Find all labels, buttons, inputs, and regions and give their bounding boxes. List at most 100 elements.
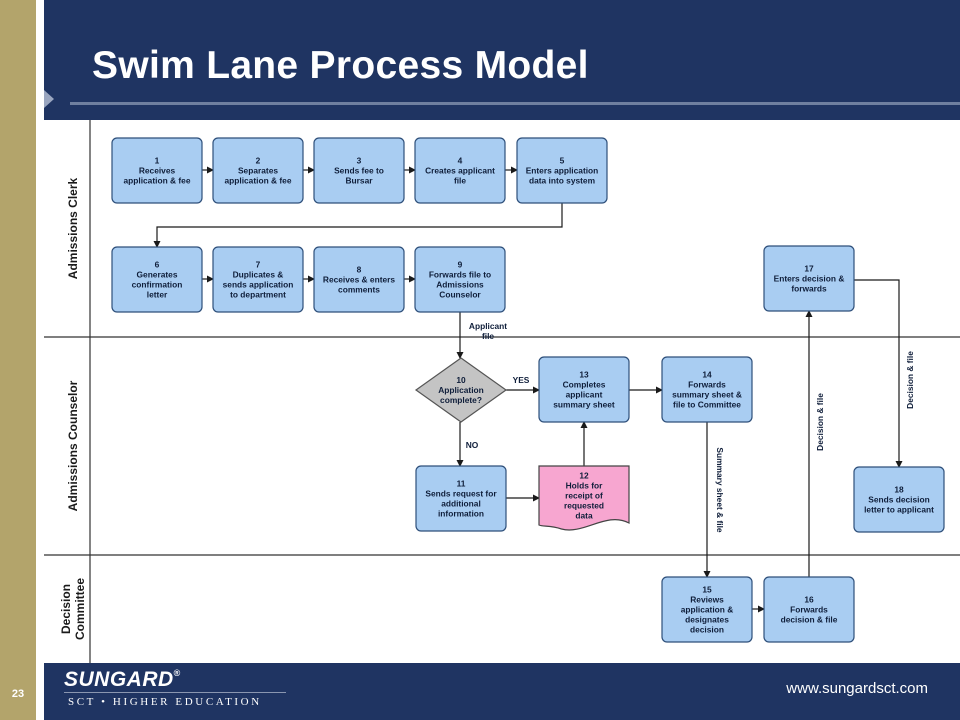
- node-shape: [763, 576, 855, 643]
- node-label: file: [454, 176, 466, 186]
- node-label: summary sheet &: [672, 390, 742, 400]
- node-label: designates: [685, 615, 729, 625]
- node-shape: [853, 466, 945, 533]
- node-number: 6: [155, 260, 160, 270]
- brand-mark: ®: [173, 668, 181, 678]
- edge-label-text: Decision & file: [905, 351, 915, 409]
- node-number: 5: [560, 156, 565, 166]
- lane-counselor: Admissions Counselor: [66, 380, 80, 511]
- node-number: 14: [702, 370, 712, 380]
- node-number: 4: [458, 156, 463, 166]
- website-link[interactable]: www.sungardsct.com: [786, 680, 928, 697]
- node-label: Reviews: [690, 595, 724, 605]
- node-label: Duplicates &: [233, 270, 284, 280]
- edge-label: Decision & file: [905, 351, 915, 409]
- node-number: 1: [155, 156, 160, 166]
- node-label: additional: [441, 499, 481, 509]
- node-number: 12: [579, 471, 589, 481]
- node-shape: [111, 137, 203, 204]
- edge-label: YES: [513, 375, 530, 385]
- node-label: sends application: [223, 280, 294, 290]
- edge-label: NO: [466, 440, 479, 450]
- node-label: Receives & enters: [323, 275, 396, 285]
- node-label: Bursar: [346, 176, 374, 186]
- node-label: Completes: [563, 380, 606, 390]
- node-label: Forwards: [790, 605, 828, 615]
- brand-logo: SUNGARD®: [64, 668, 181, 692]
- header-band: [44, 0, 960, 120]
- lane-label: Admissions Counselor: [66, 380, 80, 511]
- node-label: letter: [147, 290, 168, 300]
- node-label: Application: [438, 385, 484, 395]
- node-label: Sends decision: [868, 495, 929, 505]
- node-label: file to Committee: [673, 400, 741, 410]
- edge-17-18: [854, 279, 903, 468]
- node-number: 16: [804, 595, 814, 605]
- node-label: decision & file: [781, 615, 838, 625]
- brand-rule: [64, 692, 286, 693]
- node-shape: [661, 356, 753, 423]
- node-label: complete?: [440, 395, 482, 405]
- node-shape: [212, 137, 304, 204]
- node-shape: [414, 137, 506, 204]
- edge-label: Decision & file: [815, 393, 825, 451]
- node-label: data: [575, 511, 593, 521]
- node-shape: [313, 137, 405, 204]
- node-number: 10: [456, 375, 466, 385]
- node-label: application &: [681, 605, 734, 615]
- accent-bar: [0, 0, 36, 720]
- node-label: requested: [564, 501, 604, 511]
- node-shape: [212, 246, 304, 313]
- node-label: letter to applicant: [864, 505, 934, 515]
- edge-label-text: Applicant: [469, 321, 507, 331]
- node-shape: [313, 246, 405, 313]
- node-shape: [538, 465, 630, 531]
- node-label: Enters application: [526, 166, 599, 176]
- node-shape: [661, 576, 753, 643]
- edge-label-text: NO: [466, 440, 479, 450]
- node-label: Receives: [139, 166, 176, 176]
- node-label: comments: [338, 285, 380, 295]
- footer-band: [44, 663, 960, 720]
- node-number: 18: [894, 485, 904, 495]
- node-number: 13: [579, 370, 589, 380]
- title-notch: [44, 90, 54, 108]
- node-label: confirmation: [132, 280, 183, 290]
- node-label: Counselor: [439, 290, 481, 300]
- node-label: to department: [230, 290, 286, 300]
- node-number: 7: [256, 260, 261, 270]
- node-label: Forwards file to: [429, 270, 491, 280]
- slide-number: 23: [11, 688, 25, 700]
- node-label: applicant: [566, 390, 603, 400]
- node-shape: [111, 246, 203, 313]
- lane-clerk: Admissions Clerk: [66, 177, 80, 279]
- node-label: application & fee: [224, 176, 291, 186]
- node-number: 11: [457, 479, 466, 489]
- node-label: Sends request for: [425, 489, 497, 499]
- node-label: receipt of: [565, 491, 603, 501]
- lane-label: Decision: [59, 584, 73, 634]
- node-number: 9: [458, 260, 463, 270]
- node-label: summary sheet: [553, 400, 615, 410]
- node-shape: [414, 357, 508, 423]
- node-label: forwards: [791, 284, 827, 294]
- node-label: data into system: [529, 176, 595, 186]
- node-label: Sends fee to: [334, 166, 384, 176]
